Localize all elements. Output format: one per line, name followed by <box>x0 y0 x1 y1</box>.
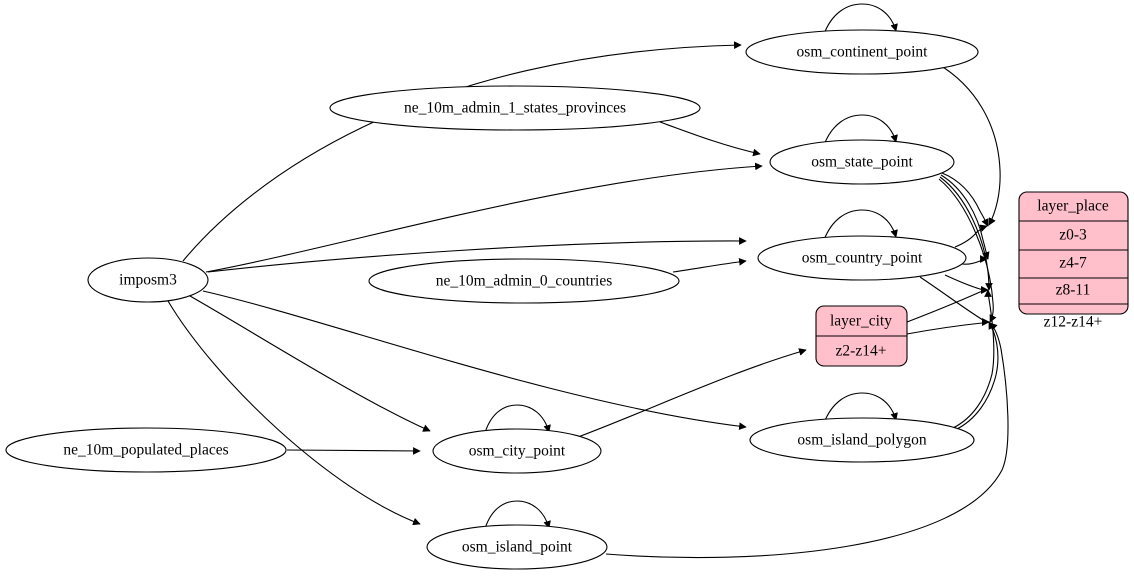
edge-osm_country_point-to-layer_place_z8_11 <box>944 274 989 294</box>
edge-osm_country_point-to-layer_place_z4_7 <box>961 255 988 265</box>
edge-self-osm_island_point <box>483 500 551 533</box>
node-label-osm_continent_point: osm_continent_point <box>797 44 929 61</box>
node-label-imposm3: imposm3 <box>119 272 177 289</box>
node-ne_10m_populated_places[interactable]: ne_10m_populated_places <box>5 427 287 473</box>
layer_place-row-z12-z14-label: z12-z14+ <box>1044 314 1103 331</box>
edge-osm_state_point-to-layer_place_z0_3 <box>941 172 989 227</box>
edge-imposm3-to-osm_island_point <box>167 300 421 526</box>
layer_place-row-z0-3-label: z0-3 <box>1059 227 1087 244</box>
nodes-layer: imposm3 ne_10m_admin_1_states_provinces … <box>5 29 979 570</box>
layer_place-header-label: layer_place <box>1037 198 1109 215</box>
edge-ne_10m_populated_places-to-osm_city_point <box>286 447 421 455</box>
node-label-osm_island_polygon: osm_island_polygon <box>797 432 926 449</box>
node-osm_island_polygon[interactable]: osm_island_polygon <box>749 417 975 463</box>
edge-layer_city-to-layer_place_z12 <box>906 318 990 335</box>
edges-layer <box>167 3 1009 559</box>
edge-osm_city_point-to-layer_city_z2 <box>577 348 807 438</box>
layer_city-header-label: layer_city <box>830 313 892 330</box>
edge-osm_island_polygon-to-layer_place_z8_11 <box>952 289 995 429</box>
layer_place-row-z8-11-label: z8-11 <box>1056 282 1091 299</box>
node-label-osm_city_point: osm_city_point <box>469 443 566 460</box>
edge-imposm3-to-osm_city_point <box>189 295 431 432</box>
node-label-osm_island_point: osm_island_point <box>462 539 573 556</box>
edge-imposm3-to-osm_island_polygon <box>202 290 747 431</box>
node-osm_continent_point[interactable]: osm_continent_point <box>745 29 979 75</box>
edge-layer_city-to-layer_place_z8_11 <box>906 286 989 323</box>
edge-self-osm_state_point <box>823 114 898 146</box>
node-osm_country_point[interactable]: osm_country_point <box>757 235 967 281</box>
node-osm_state_point[interactable]: osm_state_point <box>769 139 955 185</box>
record-nodes-layer: layer_place z0-3 z4-7 z8-11 z12-z14+ lay… <box>815 191 1129 367</box>
node-label-ne_10m_admin_0_countries: ne_10m_admin_0_countries <box>436 273 613 290</box>
edge-osm_country_point-to-layer_place_z12 <box>919 276 990 326</box>
record-node-layer_city[interactable]: layer_city z2-z14+ <box>815 305 908 367</box>
node-osm_city_point[interactable]: osm_city_point <box>432 428 602 474</box>
edge-imposm3-to-osm_continent_point <box>182 41 742 262</box>
edge-osm_island_point-to-layer_place_z12 <box>605 322 1009 559</box>
edge-ne_10m_admin_1_states_provinces-to-osm_state_point <box>659 121 761 157</box>
node-label-ne_10m_admin_1_states_provinces: ne_10m_admin_1_states_provinces <box>404 100 626 117</box>
edge-self-osm_country_point <box>823 209 898 241</box>
edge-self-osm_city_point <box>483 404 551 437</box>
edge-osm_country_point-to-layer_place_z0_3 <box>954 224 988 248</box>
node-label-osm_country_point: osm_country_point <box>802 250 923 267</box>
node-label-ne_10m_populated_places: ne_10m_populated_places <box>63 442 228 459</box>
edge-osm_state_point-to-layer_place_z12 <box>938 178 997 323</box>
node-label-osm_state_point: osm_state_point <box>811 154 913 171</box>
record-node-layer_place[interactable]: layer_place z0-3 z4-7 z8-11 z12-z14+ <box>1018 191 1129 331</box>
edge-osm_state_point-to-layer_place_z4_7 <box>940 174 990 260</box>
node-ne_10m_admin_0_countries[interactable]: ne_10m_admin_0_countries <box>368 258 680 304</box>
edge-imposm3-to-osm_state_point <box>205 162 763 273</box>
edge-imposm3-to-osm_country_point <box>207 237 747 273</box>
layer_city-row-z2-z14-label: z2-z14+ <box>836 343 887 360</box>
layer_place-row-z4-7-label: z4-7 <box>1059 255 1087 272</box>
node-ne_10m_admin_1_states_provinces[interactable]: ne_10m_admin_1_states_provinces <box>329 85 701 131</box>
edge-self-osm_continent_point <box>823 3 898 35</box>
node-imposm3[interactable]: imposm3 <box>87 257 209 303</box>
node-osm_island_point[interactable]: osm_island_point <box>426 524 608 570</box>
edge-self-osm_island_polygon <box>823 392 898 424</box>
edge-ne_10m_admin_0_countries-to-osm_country_point <box>672 258 747 273</box>
edge-osm_continent_point-to-layer_place_z0_3 <box>937 63 1001 226</box>
layer_place-background <box>1018 191 1129 315</box>
